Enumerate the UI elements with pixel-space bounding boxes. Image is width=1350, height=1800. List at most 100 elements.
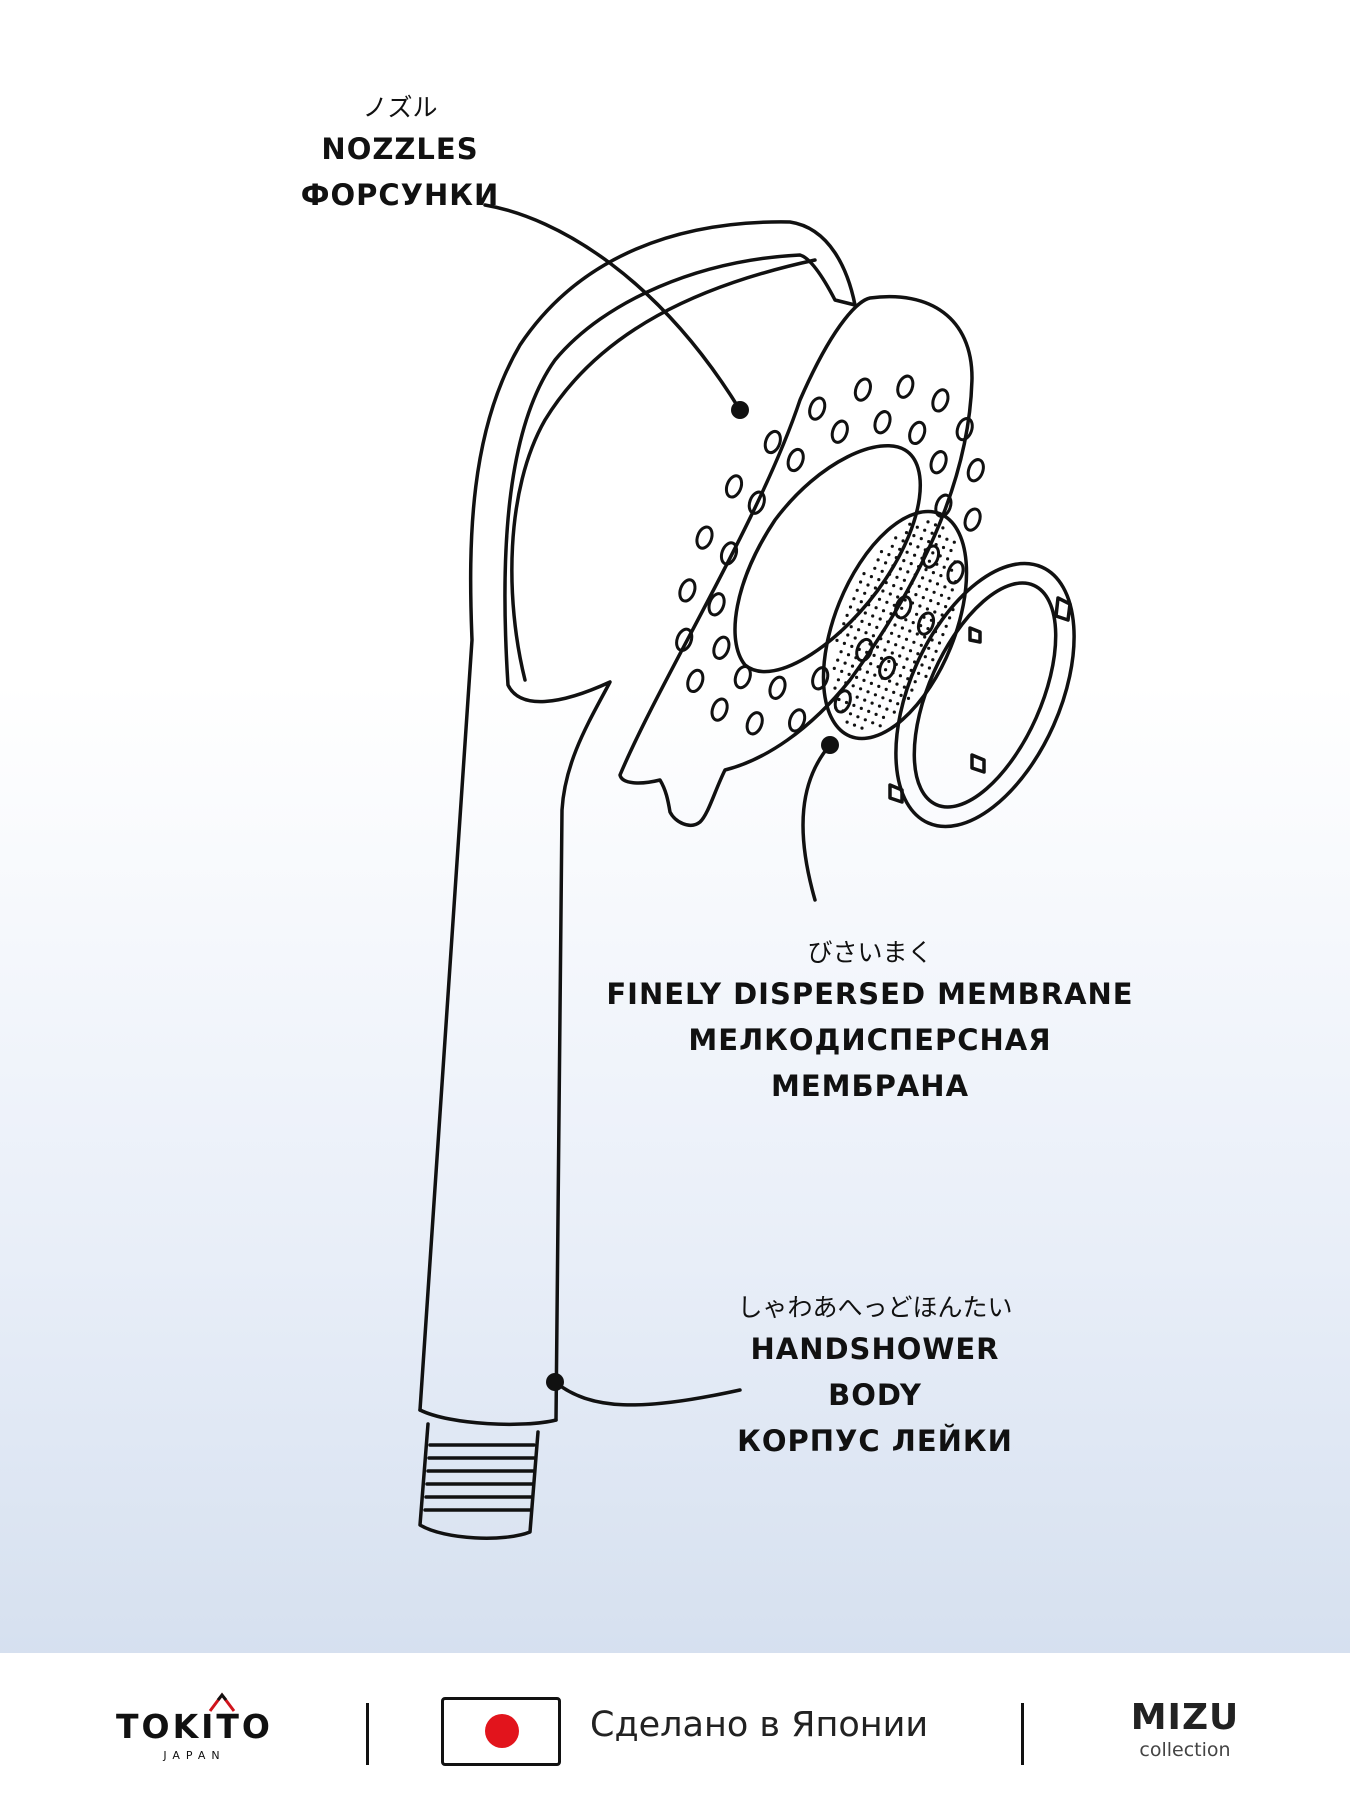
- handle-body-outline: [418, 220, 857, 1422]
- membrane-hole: [861, 639, 865, 643]
- membrane-hole: [890, 651, 894, 655]
- membrane-hole: [922, 615, 926, 619]
- nozzle-hole: [931, 388, 950, 413]
- nozzles-label-en: NOZZLES: [321, 132, 479, 166]
- membrane-hole: [893, 623, 897, 627]
- membrane-hole: [891, 671, 895, 675]
- membrane-hole: [875, 645, 880, 649]
- membrane-label-ru-line1: МЕЛКОДИСПЕРСНАЯ: [688, 1023, 1052, 1057]
- membrane-hole: [888, 572, 892, 576]
- membrane-hole: [906, 696, 911, 701]
- membrane-hole: [928, 579, 932, 583]
- membrane-hole: [855, 588, 859, 592]
- membrane-hole: [941, 545, 946, 550]
- membrane-hole: [890, 631, 894, 635]
- nozzle-hole: [853, 377, 872, 402]
- membrane-hole: [913, 573, 917, 577]
- nozzle-hole: [934, 493, 953, 518]
- nozzle-hole: [916, 611, 936, 636]
- membrane-hole: [894, 536, 898, 540]
- membrane-hole: [884, 687, 888, 692]
- membrane-hole: [935, 582, 940, 586]
- membrane-hole: [873, 566, 877, 570]
- membrane-hole: [908, 649, 913, 653]
- membrane-hole: [868, 642, 872, 646]
- nozzle-hole: [724, 474, 744, 499]
- membrane-hole: [896, 702, 900, 706]
- nozzle-hole: [908, 420, 927, 446]
- membrane-hole: [894, 556, 898, 560]
- membrane-hole: [860, 619, 864, 624]
- membrane-hole: [902, 665, 906, 670]
- nozzle-hole: [955, 416, 974, 442]
- membrane-hole: [867, 709, 871, 714]
- membrane-hole: [912, 534, 916, 538]
- footer-bar: TOKITO JAPAN Сделано в Японии MIZU colle…: [0, 1653, 1350, 1800]
- membrane-hole: [908, 522, 912, 526]
- membrane-hole: [884, 581, 888, 585]
- nozzle-holes: [675, 374, 985, 736]
- membrane-hole: [898, 547, 902, 551]
- membrane-hole: [890, 544, 894, 548]
- membrane-hole: [843, 661, 847, 665]
- membrane-hole: [930, 531, 934, 535]
- membrane-hole: [871, 634, 876, 638]
- membrane-hole: [906, 570, 910, 574]
- membrane-hole: [901, 539, 905, 543]
- membrane-hole: [880, 676, 884, 680]
- collection-name: MIZU: [1130, 1697, 1240, 1738]
- membrane-hole: [920, 556, 924, 560]
- membrane-hole: [905, 550, 909, 554]
- membrane-hole: [847, 672, 851, 677]
- membrane-hole: [857, 647, 861, 652]
- membrane-hole: [927, 540, 931, 544]
- membrane-hole: [908, 629, 912, 633]
- nozzle-hole: [855, 637, 874, 663]
- membrane-label-ru-line2: МЕМБРАНА: [770, 1069, 970, 1103]
- membrane-hole: [915, 612, 919, 616]
- membrane-hole: [832, 666, 836, 671]
- body-label-en: HANDSHOWER BODY: [750, 1332, 1000, 1412]
- leader-body: [546, 1373, 742, 1407]
- membrane-hole: [878, 724, 882, 728]
- membrane-hole: [888, 699, 892, 703]
- membrane-hole: [869, 575, 874, 579]
- membrane-hole: [848, 712, 853, 716]
- membrane-hole: [840, 689, 845, 693]
- membrane-hole: [834, 706, 838, 710]
- membrane-hole: [929, 618, 934, 622]
- membrane-hole: [923, 635, 927, 639]
- nozzle-hole: [763, 429, 782, 455]
- membrane-hole: [923, 655, 927, 659]
- footer-divider: [366, 1703, 369, 1765]
- membrane-hole: [947, 596, 951, 600]
- membrane-hole: [925, 587, 929, 591]
- membrane-hole: [917, 671, 921, 676]
- membrane-hole: [921, 576, 925, 580]
- membrane-hole: [845, 720, 849, 724]
- membrane-hole: [934, 543, 938, 547]
- membrane-hole: [910, 581, 914, 585]
- membrane-hole: [859, 687, 863, 691]
- membrane-hole: [837, 697, 841, 702]
- membrane-hole: [854, 656, 858, 660]
- membrane-hole: [907, 609, 911, 613]
- retaining-ring: [888, 561, 1076, 829]
- membrane-hole: [911, 621, 915, 625]
- membrane-hole: [875, 625, 879, 630]
- membrane-hole: [903, 598, 907, 602]
- membrane-hole: [879, 656, 884, 661]
- membrane-hole: [846, 633, 850, 637]
- membrane-hole: [866, 583, 870, 587]
- membrane-hole: [873, 673, 877, 677]
- membrane-hole: [876, 558, 880, 562]
- membrane-hole: [844, 681, 848, 685]
- membrane-hole: [894, 662, 898, 667]
- membrane-hole: [919, 624, 923, 628]
- membrane-hole: [918, 604, 922, 608]
- membrane-label-en: FINELY DISPERSED MEMBRANE: [606, 977, 1134, 1011]
- membrane-hole: [939, 574, 943, 578]
- membrane-hole: [879, 550, 884, 554]
- membrane-hole: [865, 670, 870, 674]
- membrane-hole: [885, 600, 889, 604]
